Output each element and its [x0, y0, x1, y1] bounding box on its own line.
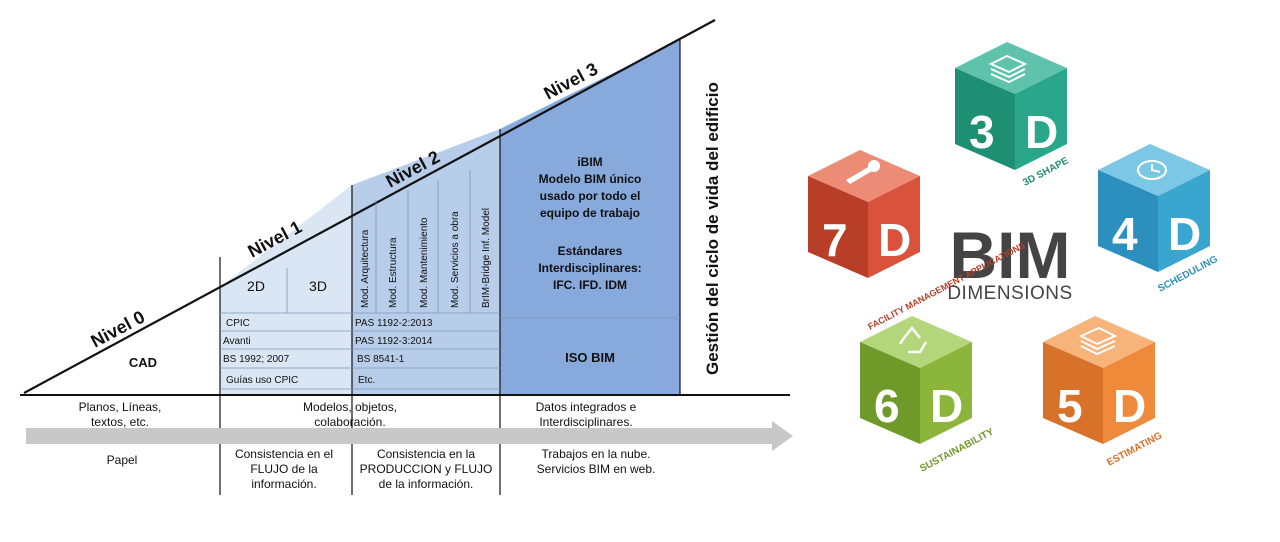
cube-3d-number: 3: [969, 106, 995, 158]
row2-c3-line: Trabajos en la nube.: [542, 447, 651, 461]
cube-6d: 6 D SUSTAINABILITY: [860, 316, 996, 475]
nivel2-model-estructura: Mod. Estructura: [388, 237, 399, 308]
bottom-row-1: Planos, Líneas, textos, etc. Modelos, ob…: [79, 400, 637, 429]
level-slope-line: [23, 19, 716, 394]
row1-c3-line: Interdisciplinares.: [539, 415, 632, 429]
nivel1-region: [220, 185, 352, 395]
bim-title: BIM: [950, 218, 1071, 292]
nivel3-text: iBIM Modelo BIM único usado por todo el …: [538, 155, 641, 292]
cube-5d-letter: D: [1113, 380, 1146, 432]
cube-7d-number: 7: [822, 214, 848, 266]
nivel2-row-etc: Etc.: [358, 375, 375, 386]
row2-c2-line: Consistencia en la: [377, 447, 475, 461]
nivel3-line: Estándares: [558, 244, 623, 258]
row1-c0-line: Planos, Líneas,: [79, 400, 162, 414]
cube-4d: 4 D SCHEDULING: [1098, 144, 1220, 295]
nivel0-cad-label: CAD: [129, 355, 157, 370]
maturity-levels-diagram: Nivel 0 Nivel 1 Nivel 2 Nivel 3 CAD 2D 3…: [20, 19, 793, 495]
money-stack-icon: [1078, 326, 1118, 356]
nivel2-model-servicios: Mod. Servicios a obra: [450, 211, 461, 308]
nivel1-grid: [220, 268, 680, 390]
recycle-icon: [899, 326, 928, 354]
row2-c1-line: Consistencia en el: [235, 447, 333, 461]
nivel2-row-pas3: PAS 1192-3:2014: [355, 336, 433, 347]
nivel2-model-brim: BrIM-Bridge Inf. Model: [481, 208, 492, 308]
bim-dimensions: BIM DIMENSIONS 3 D 3D SHAPE 4: [808, 42, 1220, 475]
cube-5d-number: 5: [1057, 380, 1083, 432]
nivel3-line: equipo de trabajo: [540, 206, 640, 220]
nivel3-line: usado por todo el: [540, 189, 641, 203]
nivel2-model-arquitectura: Mod. Arquitectura: [360, 229, 371, 308]
clock-icon: [1137, 160, 1167, 180]
row2-c0-line: Papel: [107, 453, 138, 467]
cube-6d-letter: D: [930, 380, 963, 432]
cube-3d: 3 D 3D SHAPE: [955, 42, 1071, 189]
nivel2-row-bs8541: BS 8541-1: [357, 354, 405, 365]
nivel2-model-mantenimiento: Mod. Mantenimiento: [419, 217, 430, 308]
cube-4d-letter: D: [1168, 208, 1201, 260]
nivel1-row-cpic: CPIC: [226, 318, 250, 329]
cube-7d-letter: D: [878, 214, 911, 266]
timeline-arrow: [26, 421, 793, 451]
row1-c3-line: Datos integrados e: [536, 400, 637, 414]
lifecycle-label: Gestión del ciclo de vida del edificio: [703, 82, 722, 375]
nivel3-line: iBIM: [577, 155, 602, 169]
nivel3-line: Interdisciplinares:: [538, 261, 641, 275]
nivel1-row-avanti: Avanti: [223, 336, 251, 347]
nivel1-tab-3d: 3D: [309, 278, 327, 294]
row2-c1-line: FLUJO de la: [250, 462, 318, 476]
row2-c1-line: información.: [251, 477, 316, 491]
wrench-icon: [846, 160, 880, 184]
nivel2-model-columns: [375, 170, 471, 313]
cube-4d-number: 4: [1112, 208, 1138, 260]
nivel3-line: IFC. IFD. IDM: [553, 278, 627, 292]
cube-3d-letter: D: [1025, 106, 1058, 158]
nivel3-line: Modelo BIM único: [539, 172, 642, 186]
nivel3-iso-bim: ISO BIM: [565, 350, 615, 365]
cube-5d: 5 D ESTIMATING: [1043, 316, 1164, 469]
row2-c2-line: PRODUCCION y FLUJO: [360, 462, 493, 476]
row2-c2-line: de la información.: [379, 477, 474, 491]
nivel3-region: [500, 40, 680, 395]
row1-c1-line: colaboración.: [314, 415, 385, 429]
row1-c0-line: textos, etc.: [91, 415, 149, 429]
nivel1-row-guias: Guías uso CPIC: [226, 375, 298, 386]
cube-6d-number: 6: [874, 380, 900, 432]
nivel0-label: Nivel 0: [87, 307, 148, 352]
nivel2-row-pas2: PAS 1192-2:2013: [355, 318, 433, 329]
nivel1-tab-2d: 2D: [247, 278, 265, 294]
row1-c1-line: Modelos, objetos,: [303, 400, 397, 414]
nivel1-row-bs1992: BS 1992; 2007: [223, 354, 290, 365]
layers-icon: [988, 54, 1028, 84]
bottom-row-2: Papel Consistencia en el FLUJO de la inf…: [107, 447, 656, 491]
bim-subtitle: DIMENSIONS: [947, 283, 1072, 304]
row2-c3-line: Servicios BIM en web.: [537, 462, 656, 476]
